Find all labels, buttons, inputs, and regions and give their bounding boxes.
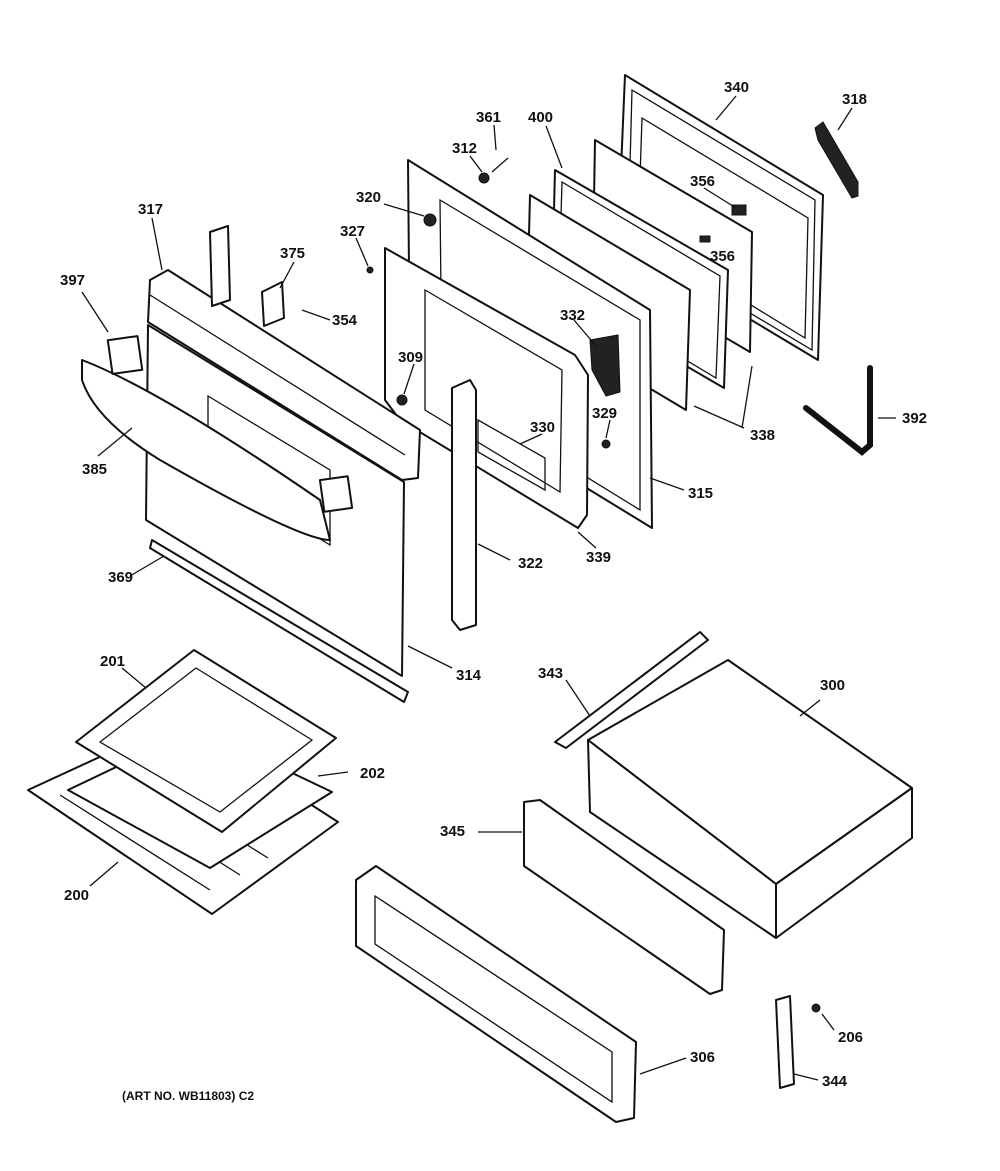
leader-lines [81, 95, 896, 1081]
callout-330: 330 [530, 419, 555, 436]
part-201-broiler-grid [75, 649, 337, 833]
part-312-screw [478, 172, 490, 184]
callout-318: 318 [842, 91, 867, 108]
part-385-door-handle [81, 359, 331, 541]
callout-306: 306 [690, 1049, 715, 1066]
callout-343: 343 [538, 665, 563, 682]
callout-344: 344 [822, 1073, 848, 1090]
callout-206: 206 [838, 1029, 863, 1046]
part-206-screw [811, 1003, 821, 1013]
callout-397: 397 [60, 272, 85, 289]
part-397-handle-end-cap [106, 335, 144, 375]
callout-392: 392 [902, 410, 927, 427]
part-375-bracket [261, 281, 285, 327]
callout-labels: 340 318 361 400 312 356 356 320 317 327 … [60, 79, 927, 1090]
part-306-drawer-front [355, 865, 637, 1123]
callout-314: 314 [456, 667, 482, 684]
part-356-clip-a [731, 204, 747, 216]
callout-361: 361 [476, 109, 501, 126]
callout-369: 369 [108, 569, 133, 586]
callout-332: 332 [560, 307, 585, 324]
part-329-clip [601, 439, 611, 449]
part-320-bushing [423, 213, 437, 227]
callout-201: 201 [100, 653, 125, 670]
callout-356-b: 356 [710, 248, 735, 265]
part-317-door-top-trim [147, 269, 421, 481]
callout-317: 317 [138, 201, 163, 218]
callout-322: 322 [518, 555, 543, 572]
callout-354: 354 [332, 312, 358, 329]
part-322-door-channel [451, 379, 477, 631]
art-number-caption: (ART NO. WB11803) C2 [122, 1089, 254, 1103]
part-339-inner-door-panel [384, 247, 589, 529]
callout-339: 339 [586, 549, 611, 566]
part-397-handle-end-cap-right [318, 475, 354, 513]
part-309-screw [396, 394, 408, 406]
part-344-drawer-stop [775, 995, 795, 1089]
callout-320: 320 [356, 189, 381, 206]
callout-315: 315 [688, 485, 713, 502]
callout-200: 200 [64, 887, 89, 904]
part-327-screw [366, 266, 374, 274]
part-332-latch [589, 334, 621, 397]
part-300-drawer-box [587, 659, 913, 939]
part-369-door-bottom-trim [149, 539, 409, 703]
callout-329: 329 [592, 405, 617, 422]
callout-356-a: 356 [690, 173, 715, 190]
callout-340: 340 [724, 79, 749, 96]
part-door-hinge-arm [209, 225, 231, 307]
part-318-hinge [814, 121, 859, 199]
part-345-drawer-front-inner [523, 799, 725, 995]
part-343-drawer-slide [554, 631, 709, 749]
callout-385: 385 [82, 461, 107, 478]
callout-345: 345 [440, 823, 465, 840]
callout-309: 309 [398, 349, 423, 366]
callout-327: 327 [340, 223, 365, 240]
callout-400: 400 [528, 109, 553, 126]
callout-375: 375 [280, 245, 305, 262]
callout-202: 202 [360, 765, 385, 782]
callout-300: 300 [820, 677, 845, 694]
callout-312: 312 [452, 140, 477, 157]
callout-338: 338 [750, 427, 775, 444]
part-356-clip-b [699, 235, 711, 243]
part-392-gasket [803, 365, 873, 456]
